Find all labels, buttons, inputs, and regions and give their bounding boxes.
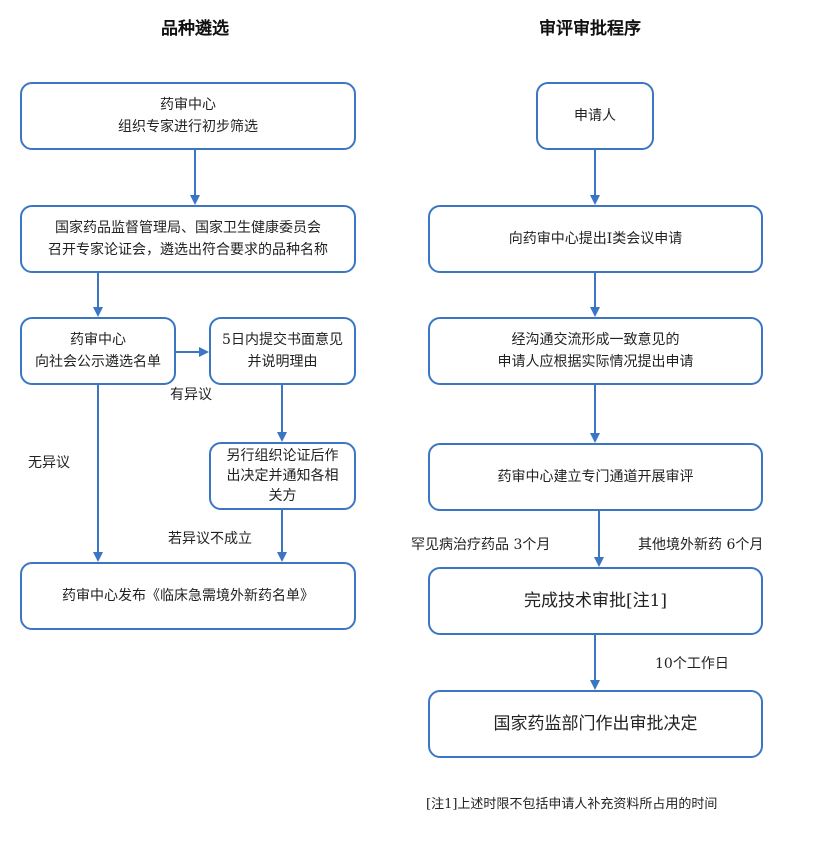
left-box-re-review-line3: 关方	[268, 488, 297, 504]
label-rare-disease: 罕见病治疗药品 3个月	[411, 537, 551, 553]
right-title: 审评审批程序	[539, 19, 641, 39]
left-box-re-review-line2: 出决定并通知各相	[226, 468, 339, 484]
label-no-objection: 无异议	[28, 455, 70, 471]
left-box-re-review: 另行组织论证后作 出决定并通知各相 关方	[209, 442, 356, 510]
right-box-applicant: 申请人	[536, 82, 654, 150]
left-box-public-notice-line2: 向社会公示遴选名单	[35, 354, 161, 370]
left-box-written-opinion-line1: 5日内提交书面意见	[222, 332, 343, 348]
right-box-meeting-application-line1: 向药审中心提出Ⅰ类会议申请	[508, 231, 683, 247]
right-box-applicant-line1: 申请人	[574, 108, 616, 124]
left-box-written-opinion-line2: 并说明理由	[247, 354, 318, 370]
left-box-expert-meeting-line1: 国家药品监督管理局、国家卫生健康委员会	[55, 220, 321, 236]
left-box-initial-screening: 药审中心 组织专家进行初步筛选	[20, 82, 356, 150]
right-box-consensus: 经沟通交流形成一致意见的 申请人应根据实际情况提出申请	[428, 317, 763, 385]
right-box-consensus-line1: 经沟通交流形成一致意见的	[511, 332, 680, 348]
label-objection: 有异议	[170, 387, 212, 403]
left-title: 品种遴选	[161, 19, 229, 39]
right-box-meeting-application: 向药审中心提出Ⅰ类会议申请	[428, 205, 763, 273]
left-box-initial-screening-line1: 药审中心	[160, 97, 216, 113]
right-box-consensus-line2: 申请人应根据实际情况提出申请	[497, 354, 694, 370]
left-box-re-review-line1: 另行组织论证后作	[226, 448, 339, 464]
right-box-technical-approval: 完成技术审批[注1]	[428, 567, 763, 635]
left-box-publish-list-line1: 药审中心发布《临床急需境外新药名单》	[62, 588, 314, 604]
left-box-public-notice-line1: 药审中心	[70, 332, 126, 348]
footnote: [注1]上述时限不包括申请人补充资料所占用的时间	[426, 797, 718, 812]
left-box-public-notice: 药审中心 向社会公示遴选名单	[20, 317, 176, 385]
left-box-initial-screening-line2: 组织专家进行初步筛选	[118, 119, 258, 135]
right-box-special-channel: 药审中心建立专门通道开展审评	[428, 443, 763, 511]
right-box-final-decision: 国家药监部门作出审批决定	[428, 690, 763, 758]
left-box-expert-meeting: 国家药品监督管理局、国家卫生健康委员会 召开专家论证会，遴选出符合要求的品种名称	[20, 205, 356, 273]
left-box-written-opinion: 5日内提交书面意见 并说明理由	[209, 317, 356, 385]
right-box-technical-approval-line1: 完成技术审批[注1]	[523, 591, 668, 611]
label-objection-invalid: 若异议不成立	[168, 531, 252, 547]
right-box-final-decision-line1: 国家药监部门作出审批决定	[493, 714, 698, 734]
left-box-publish-list: 药审中心发布《临床急需境外新药名单》	[20, 562, 356, 630]
label-workdays: 10个工作日	[655, 656, 729, 672]
label-other-drugs: 其他境外新药 6个月	[638, 537, 764, 553]
left-box-expert-meeting-line2: 召开专家论证会，遴选出符合要求的品种名称	[48, 242, 328, 258]
right-box-special-channel-line1: 药审中心建立专门通道开展审评	[497, 469, 694, 485]
